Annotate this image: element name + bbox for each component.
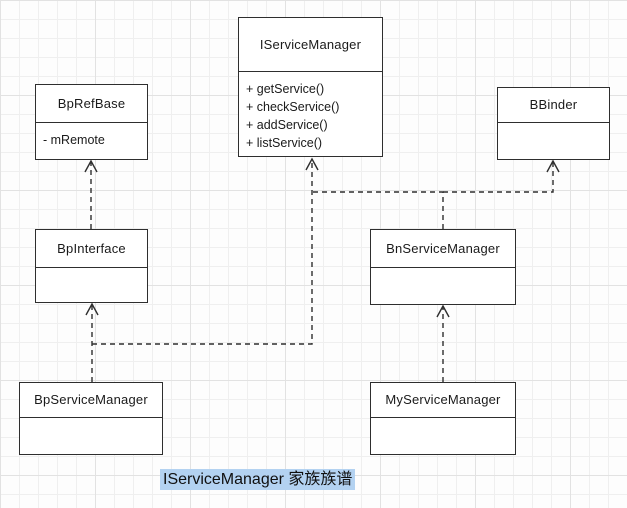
- class-member: + addService(): [246, 117, 328, 132]
- class-box-bbinder[interactable]: BBinder: [497, 87, 610, 160]
- inheritance-arrowhead-icon: [84, 159, 98, 173]
- class-member: - mRemote: [43, 132, 105, 147]
- class-title: BBinder: [498, 88, 609, 123]
- inheritance-arrowhead-icon: [85, 302, 99, 316]
- edge-line: [443, 162, 554, 193]
- class-box-bnservicemanager[interactable]: BnServiceManager: [370, 229, 516, 305]
- class-title: BpInterface: [36, 230, 147, 268]
- class-box-bprefbase[interactable]: BpRefBase - mRemote: [35, 84, 148, 160]
- edge-myservicemanager-to-bnservicemanager[interactable]: [436, 304, 450, 382]
- class-members: [36, 268, 147, 276]
- class-title: MyServiceManager: [371, 383, 515, 418]
- edge-line: [92, 160, 313, 345]
- inheritance-arrowhead-icon: [436, 304, 450, 318]
- class-members: [20, 418, 162, 426]
- edge-bpservicemanager-to-iservicemanager[interactable]: [92, 157, 319, 345]
- class-title: BnServiceManager: [371, 230, 515, 268]
- class-members: [371, 418, 515, 426]
- inheritance-arrowhead-icon: [546, 159, 560, 173]
- class-member: + getService(): [246, 81, 325, 96]
- diagram-caption[interactable]: IServiceManager 家族族谱: [160, 469, 356, 490]
- edge-bpservicemanager-to-bpinterface[interactable]: [85, 302, 99, 382]
- class-box-myservicemanager[interactable]: MyServiceManager: [370, 382, 516, 455]
- class-title: BpServiceManager: [20, 383, 162, 418]
- edge-bnservicemanager-to-iservicemanager[interactable]: [312, 191, 444, 229]
- class-members: [498, 123, 609, 131]
- class-title: BpRefBase: [36, 85, 147, 123]
- inheritance-arrowhead-icon: [305, 157, 319, 171]
- class-box-bpservicemanager[interactable]: BpServiceManager: [19, 382, 163, 455]
- class-title: IServiceManager: [239, 18, 382, 72]
- class-members: [371, 268, 515, 276]
- edge-bpinterface-to-bprefbase[interactable]: [84, 159, 98, 229]
- class-box-bpinterface[interactable]: BpInterface: [35, 229, 148, 303]
- class-member: + listService(): [246, 135, 323, 150]
- class-box-iservicemanager[interactable]: IServiceManager + getService() + checkServ…: [238, 17, 383, 157]
- class-member: + checkService(): [246, 99, 340, 114]
- edge-bnservicemanager-to-bbinder[interactable]: [443, 159, 560, 193]
- class-members: + getService() + checkService() + addServi…: [239, 72, 382, 152]
- edge-line: [312, 191, 444, 229]
- class-members: - mRemote: [36, 123, 147, 149]
